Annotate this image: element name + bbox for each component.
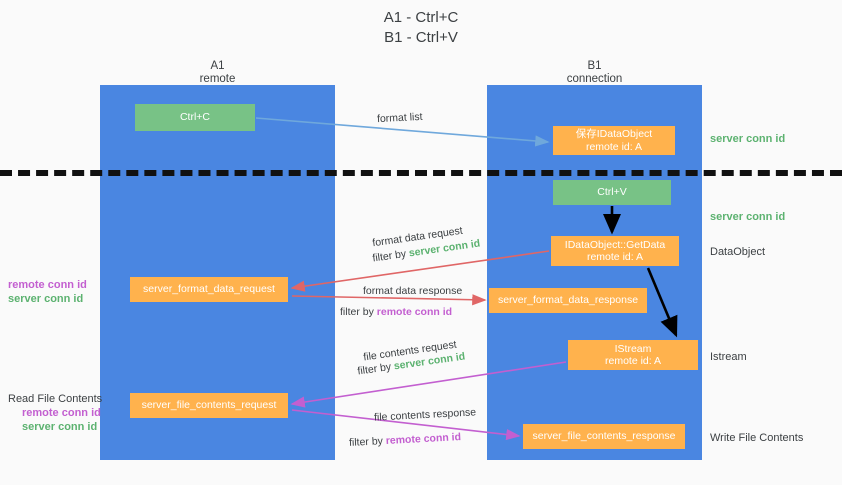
caption-file-contents-response-filter: filter by remote conn id xyxy=(348,431,462,449)
label-write-file-contents: Write File Contents xyxy=(710,432,804,444)
column-header-b1: B1 connection xyxy=(487,60,702,86)
filter-value-remote-conn-id-1: remote conn id xyxy=(376,306,453,318)
box-getdata-line2: remote id: A xyxy=(586,251,643,263)
caption-format-list: format list xyxy=(376,110,423,126)
label-remote-conn-id-1: remote conn id xyxy=(8,279,87,291)
label-istream: Istream xyxy=(710,351,747,363)
label-server-conn-id-2: server conn id xyxy=(22,421,98,433)
phase-divider xyxy=(0,170,842,176)
box-server-format-data-request[interactable]: server_format_data_request xyxy=(130,277,288,302)
caption-format-data-response: format data response xyxy=(363,285,463,297)
caption-file-contents-response: file contents response xyxy=(373,406,477,424)
box-ctrl-c-label: Ctrl+C xyxy=(179,111,211,124)
box-server-format-data-request-label: server_format_data_request xyxy=(143,283,275,296)
box-server-format-data-response-label: server_format_data_response xyxy=(497,294,639,307)
box-save-idataobject-line1: 保存IDataObject xyxy=(575,128,653,140)
box-server-file-contents-request-label: server_file_contents_request xyxy=(141,399,277,412)
box-save-idataobject-line2: remote id: A xyxy=(585,140,642,153)
label-group-left-top: remote conn id server conn id xyxy=(8,278,87,306)
title-line-1: A1 - Ctrl+C xyxy=(383,9,459,26)
title-line-2: B1 - Ctrl+V xyxy=(384,29,458,46)
caption-format-data-response-filter: filter by remote conn id xyxy=(340,306,453,318)
box-istream-line2: remote id: A xyxy=(604,355,662,367)
label-server-conn-id-mid: server conn id xyxy=(710,211,786,223)
box-server-file-contents-response[interactable]: server_file_contents_response xyxy=(523,424,685,449)
label-server-conn-id-1: server conn id xyxy=(8,293,84,305)
column-header-a1: A1 remote xyxy=(100,60,335,86)
column-a1-sub: remote xyxy=(199,73,236,85)
box-server-file-contents-response-label: server_file_contents_response xyxy=(532,430,676,443)
label-read-file-contents: Read File Contents xyxy=(8,393,103,405)
label-remote-conn-id-2: remote conn id xyxy=(22,407,101,419)
box-ctrl-v-label: Ctrl+V xyxy=(597,186,627,199)
label-server-conn-id-top: server conn id xyxy=(710,133,786,145)
column-b1-sub: connection xyxy=(566,73,623,85)
label-group-left-bottom: Read File Contents remote conn id server… xyxy=(8,392,102,434)
box-idataobject-getdata[interactable]: IDataObject::GetData remote id: A xyxy=(551,236,679,266)
box-getdata-line1: IDataObject::GetData xyxy=(564,238,666,251)
box-save-idataobject[interactable]: 保存IDataObject remote id: A xyxy=(553,126,675,155)
label-dataobject: DataObject xyxy=(710,246,766,258)
page-title: A1 - Ctrl+C B1 - Ctrl+V xyxy=(0,8,842,48)
box-server-file-contents-request[interactable]: server_file_contents_request xyxy=(130,393,288,418)
box-istream[interactable]: IStream remote id: A xyxy=(568,340,698,370)
column-a1-name: A1 xyxy=(210,60,225,72)
box-istream-line1: IStream xyxy=(614,342,652,355)
box-ctrl-v[interactable]: Ctrl+V xyxy=(553,180,671,205)
column-b1-name: B1 xyxy=(587,60,602,72)
box-server-format-data-response[interactable]: server_format_data_response xyxy=(489,288,647,313)
filter-value-remote-conn-id-2: remote conn id xyxy=(385,431,462,447)
box-ctrl-c[interactable]: Ctrl+C xyxy=(135,104,255,131)
